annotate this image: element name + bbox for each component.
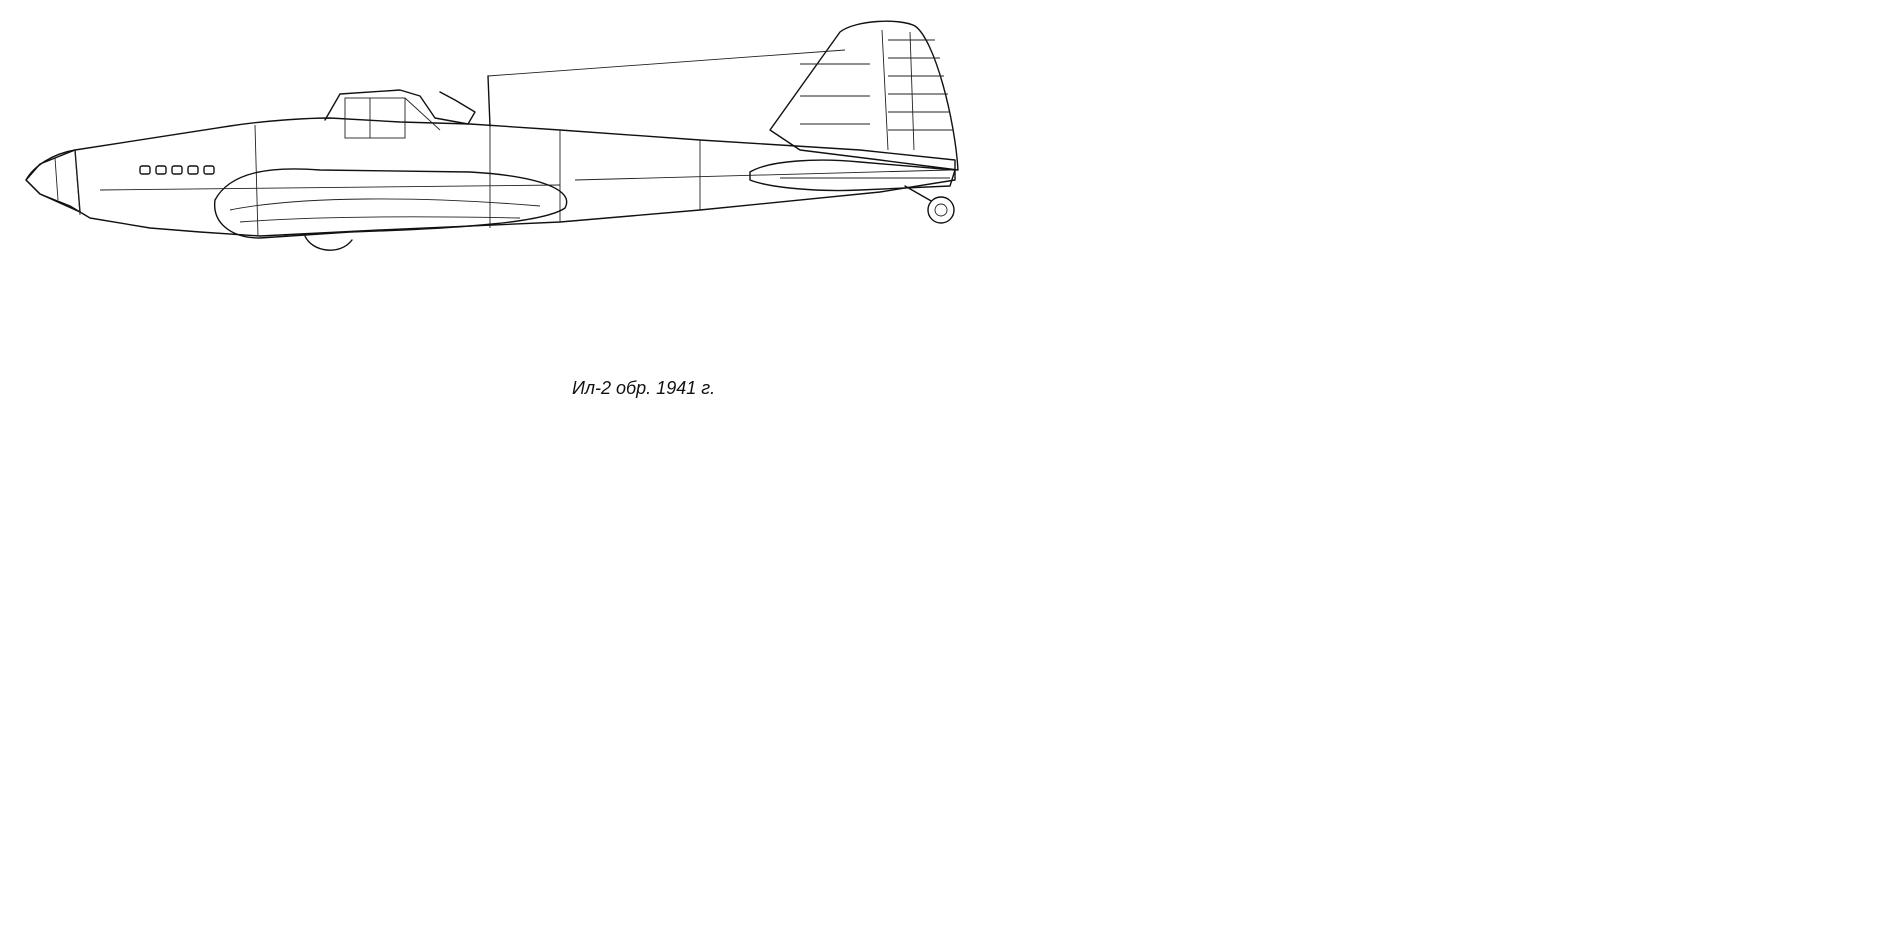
side-canopy — [324, 89, 476, 125]
side-tailplane — [749, 159, 956, 192]
side-spinner — [25, 149, 81, 213]
side-rudder-ribs — [888, 31, 953, 151]
side-antenna-mast — [487, 75, 491, 127]
side-antenna-wire — [487, 49, 846, 77]
side-view — [25, 20, 959, 251]
side-tail-wheel — [927, 196, 955, 224]
side-exhaust — [139, 165, 215, 175]
side-fuselage — [25, 117, 956, 237]
side-wing-nacelle — [214, 168, 568, 239]
drawing-caption: Ил-2 обр. 1941 г. — [572, 378, 716, 398]
side-fin — [769, 20, 959, 171]
